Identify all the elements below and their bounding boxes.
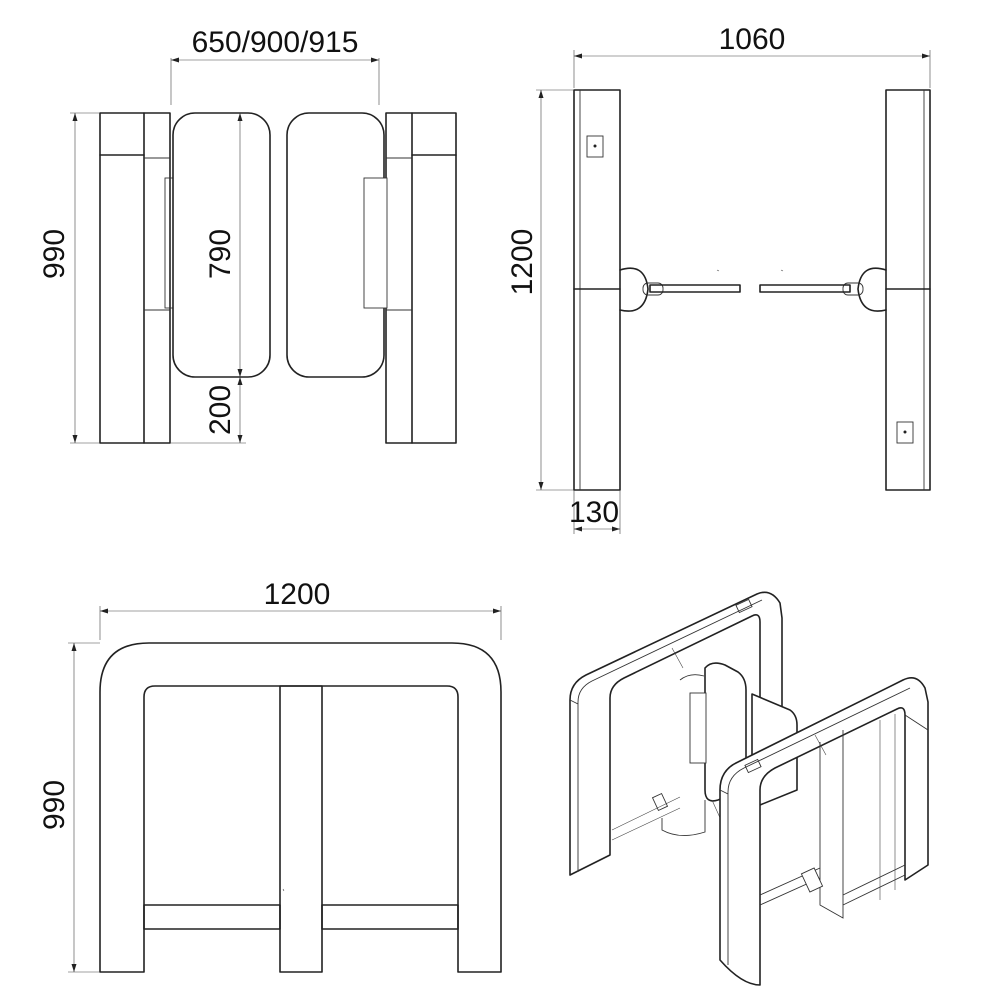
dim-side-width: 1060 (719, 23, 786, 56)
right-arm (759, 284, 851, 293)
right-cabinet (385, 112, 457, 444)
flap-bracket (689, 692, 707, 764)
card-reader-left (586, 135, 604, 158)
left-flap (172, 112, 271, 378)
dim-front-flap-height: 790 (204, 229, 237, 279)
right-post (885, 89, 931, 491)
dim-top-height: 990 (38, 780, 71, 830)
dim-side-height: 1200 (506, 229, 539, 296)
end-view: 1200 990 (38, 578, 502, 973)
dim-front-gap-width: 650/900/915 (192, 26, 359, 59)
left-crossbar (143, 904, 281, 930)
dim-top-width: 1200 (264, 578, 331, 611)
back-card-reader (735, 598, 753, 614)
right-crossbar (321, 904, 459, 930)
side-view: 1060 1200 130 (506, 23, 931, 534)
frame-outline (99, 642, 502, 973)
dim-front-flap-clearance: 200 (204, 385, 237, 435)
front-card-reader (744, 758, 762, 774)
isometric-view (569, 591, 929, 986)
dim-side-post-width: 130 (569, 496, 619, 529)
front-view: 650/900/915 990 790 200 (38, 26, 457, 444)
left-arm (649, 284, 741, 293)
right-hub (857, 267, 887, 312)
dim-front-height: 990 (38, 229, 71, 279)
center-panel (279, 685, 323, 973)
left-hub (619, 267, 649, 312)
left-cabinet (99, 112, 171, 444)
left-post (573, 89, 621, 491)
right-flap-bracket (363, 177, 388, 309)
card-reader-right (896, 421, 914, 444)
